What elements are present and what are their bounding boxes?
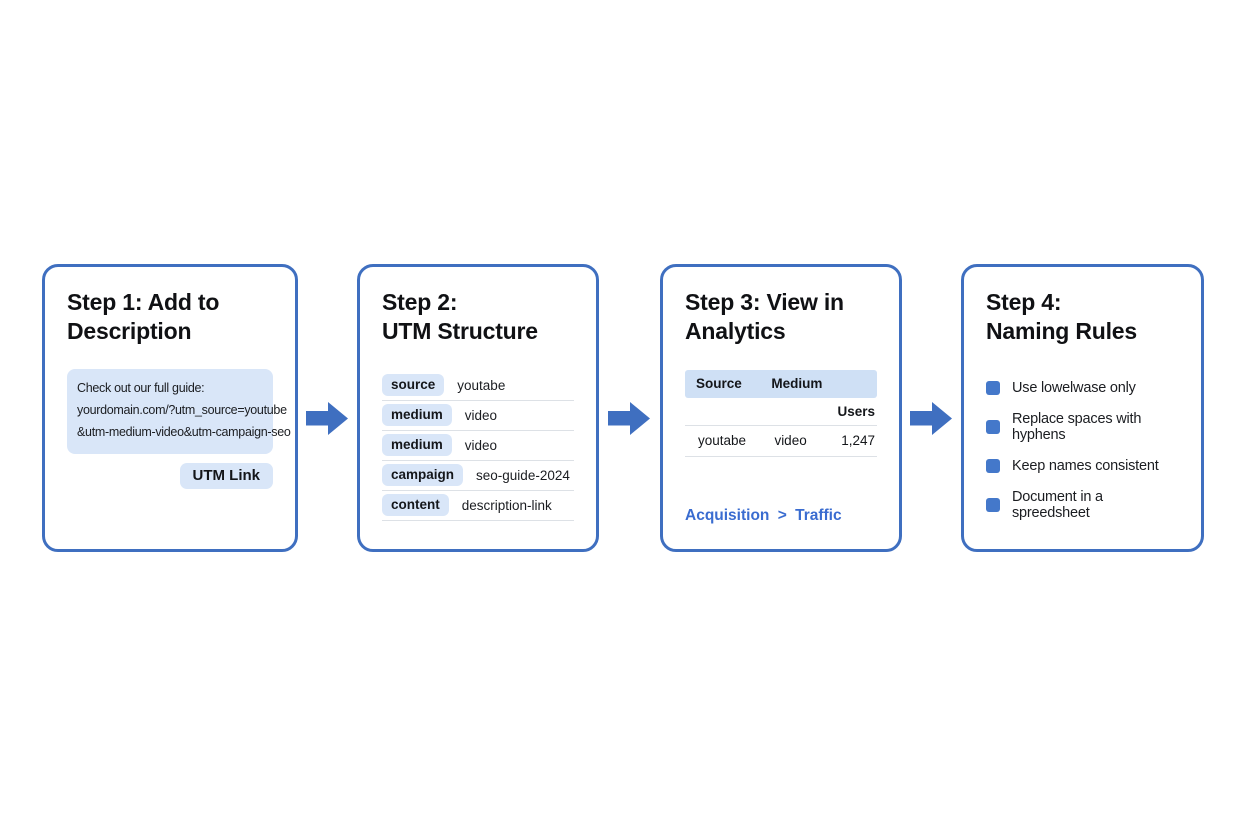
utm-params-line: &utm-medium-video&utm-campaign-seo bbox=[77, 425, 291, 440]
step-2-card: Step 2: UTM Structure source youtabe med… bbox=[357, 264, 599, 552]
description-line: Check out our full guide: bbox=[77, 381, 205, 396]
utm-param-label: medium bbox=[382, 434, 452, 457]
utm-row-campaign: campaign seo-guide-2024 bbox=[382, 461, 574, 492]
rule-item: Keep names consistent bbox=[986, 458, 1179, 474]
breadcrumb-separator: > bbox=[777, 507, 787, 525]
rule-item: Replace spaces with hyphens bbox=[986, 411, 1179, 443]
arrow-right-icon-2 bbox=[608, 400, 650, 436]
utm-url-line: yourdomain.com/?utm_source=youtube bbox=[77, 403, 287, 418]
rule-item: Document in a spreedsheet bbox=[986, 489, 1179, 521]
utm-param-label: source bbox=[382, 374, 445, 397]
utm-row-content: content description-link bbox=[382, 491, 574, 522]
naming-rules-list: Use lowelwase only Replace spaces with h… bbox=[986, 380, 1179, 521]
cell-users: 1,247 bbox=[841, 433, 875, 449]
utm-row-medium-1: medium video bbox=[382, 401, 574, 432]
rule-text: Replace spaces with hyphens bbox=[1012, 411, 1142, 444]
column-header-medium: Medium bbox=[771, 376, 823, 392]
utm-structure-list: source youtabe medium video medium video… bbox=[382, 371, 574, 522]
step-1-title: Step 1: Add to Description bbox=[67, 288, 273, 346]
utm-param-value: seo-guide-2024 bbox=[476, 467, 570, 483]
rule-text: Use lowelwase only bbox=[1012, 380, 1136, 397]
utm-param-value: video bbox=[464, 437, 498, 453]
utm-link-button[interactable]: UTM Link bbox=[179, 463, 273, 490]
breadcrumb-traffic[interactable]: Traffic bbox=[795, 507, 842, 525]
utm-row-source: source youtabe bbox=[382, 371, 574, 402]
step-4-card: Step 4: Naming Rules Use lowelwase only … bbox=[961, 264, 1204, 552]
utm-param-value: description-link bbox=[461, 497, 552, 513]
step-4-title-line1: Step 4: bbox=[986, 289, 1062, 315]
utm-param-label: content bbox=[382, 494, 449, 517]
rule-text: Document in a spreedsheet bbox=[1012, 489, 1103, 522]
rule-text: Keep names consistent bbox=[1012, 458, 1159, 475]
step-2-title-line2: UTM Structure bbox=[382, 318, 538, 345]
arrow-right-icon-3 bbox=[910, 400, 952, 436]
step-3-title-line2: Analytics bbox=[685, 318, 786, 345]
rule-item: Use lowelwase only bbox=[986, 380, 1179, 396]
step-2-title: Step 2: UTM Structure bbox=[382, 288, 574, 346]
bullet-square-icon bbox=[986, 498, 1000, 513]
step-3-title-line1: Step 3: View in bbox=[685, 289, 844, 315]
analytics-table-header: Source Medium bbox=[685, 370, 877, 399]
analytics-table-row: youtabe video 1,247 bbox=[685, 426, 877, 458]
utm-param-value: youtabe bbox=[457, 377, 506, 393]
breadcrumb: Acquisition > Traffic bbox=[685, 507, 877, 525]
step-2-title-line1: Step 2: bbox=[382, 289, 458, 315]
step-1-title-line1: Step 1: Add to bbox=[67, 289, 220, 315]
utm-param-value: video bbox=[464, 407, 498, 423]
utm-link-button-wrap: UTM Link bbox=[67, 463, 273, 490]
column-header-users: Users bbox=[685, 398, 877, 427]
breadcrumb-acquisition[interactable]: Acquisition bbox=[685, 507, 770, 525]
analytics-table: Source Medium Users youtabe video 1,247 bbox=[685, 370, 877, 458]
step-3-title: Step 3: View in Analytics bbox=[685, 288, 877, 346]
step-4-title-line2: Naming Rules bbox=[986, 318, 1137, 345]
step-3-card: Step 3: View in Analytics Source Medium … bbox=[660, 264, 902, 552]
utm-row-medium-2: medium video bbox=[382, 431, 574, 462]
cell-medium: video bbox=[774, 433, 807, 449]
step-1-title-line2: Description bbox=[67, 318, 192, 345]
step-1-card: Step 1: Add to Description Check out our… bbox=[42, 264, 298, 552]
video-description-box: Check out our full guide: yourdomain.com… bbox=[67, 369, 291, 455]
bullet-square-icon bbox=[986, 459, 1000, 474]
step-4-title: Step 4: Naming Rules bbox=[986, 288, 1179, 346]
bullet-square-icon bbox=[986, 381, 1000, 396]
utm-param-label: campaign bbox=[382, 464, 464, 487]
utm-param-label: medium bbox=[382, 404, 452, 427]
cell-source: youtabe bbox=[698, 433, 747, 449]
arrow-right-icon-1 bbox=[306, 400, 348, 436]
bullet-square-icon bbox=[986, 420, 1000, 435]
column-header-source: Source bbox=[696, 376, 742, 392]
